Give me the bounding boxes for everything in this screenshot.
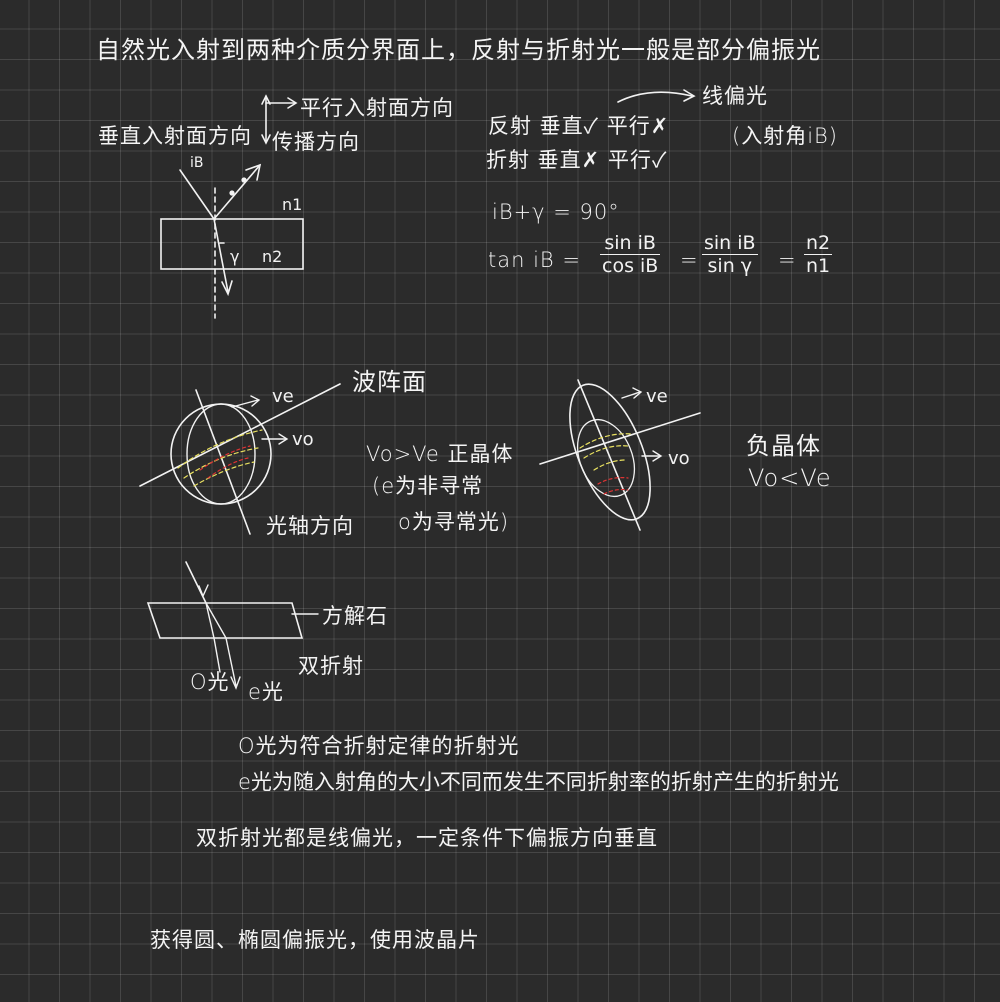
o-ray [213,637,221,673]
linear-polarization-label: 线偏光 [702,84,768,108]
wavefront-label: 波阵面 [352,368,427,396]
e-light-note: e光为随入射角的大小不同而发生不同折射率的折射产生的折射光 [238,770,839,794]
ve-label: ve [272,386,294,407]
e-wave-ellipsoid [186,403,256,505]
calcite-label: 方解石 [322,604,388,628]
neg-ve-label: ve [646,386,668,407]
gamma-label: γ [230,247,239,266]
propagation-direction-label: 传播方向 [272,130,360,154]
o-light-label: O光 [190,670,230,694]
neg-vo-label: vo [668,448,690,469]
brewster-tan: tan iB = [488,248,581,272]
intro-sentence: 自然光入射到两种介质分界面上，反射与折射光一般是部分偏振光 [96,36,821,64]
optic-axis-line [195,389,251,535]
link-arrow [617,91,693,103]
glass-slab [160,218,304,270]
refracted-arrowhead [221,280,233,297]
o-wave-sphere [170,403,272,505]
e-ray [225,637,237,687]
wavefront-line [139,383,341,487]
incidence-angle-label: (入射角iB) [732,124,838,148]
brewster-sum: iB+γ = 90° [492,200,620,224]
o-ordinary-note: o为寻常光) [398,510,510,534]
ib-label: iB [190,155,204,171]
perp-direction-label: 垂直入射面方向 [98,124,252,148]
refracted-ray [213,218,229,293]
neg-o-sphere [576,419,636,497]
double-refraction-label: 双折射 [298,654,364,678]
n1-label: n1 [282,195,302,214]
calcite-crystal [146,602,304,639]
neg-optic-axis [577,379,641,531]
refract-row: 折射 垂直✗ 平行✓ [486,148,668,172]
o-light-note: O光为符合折射定律的折射光 [238,734,520,758]
optic-axis-label: 光轴方向 [266,514,354,538]
e-light-label: e光 [248,680,284,704]
double-refraction-note: 双折射光都是线偏光，一定条件下偏振方向垂直 [196,826,658,850]
negative-crystal-label: 负晶体 [746,432,821,460]
reflected-arrowhead [245,163,262,181]
e-extraordinary-note: (e为非寻常 [372,474,484,498]
negative-crystal-relation: Vo<Ve [748,464,832,492]
waveplate-note: 获得圆、椭圆偏振光，使用波晶片 [150,928,480,952]
reflect-row: 反射 垂直✓ 平行✗ [488,114,670,138]
parallel-direction-label: 平行入射面方向 [300,96,454,120]
vo-label: vo [292,429,314,450]
reflected-ray [213,164,261,220]
n2-label: n2 [262,247,282,266]
incident-ray [179,169,215,220]
positive-crystal-label: Vo>Ve 正晶体 [366,442,514,466]
neg-wavefront-line [539,412,701,465]
